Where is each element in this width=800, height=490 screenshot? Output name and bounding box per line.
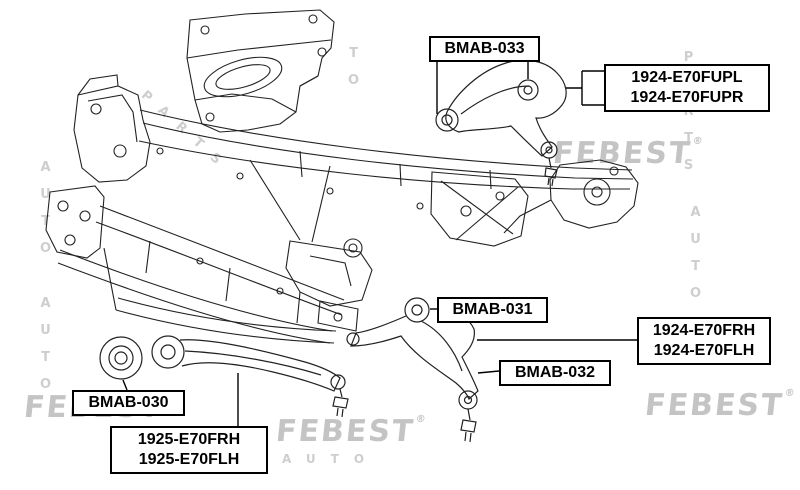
part-number-1924-e70fupr: 1924-E70FUPR [630, 89, 744, 106]
auto-watermark-letters: AUTO [282, 452, 380, 466]
lower-control-arm-drawing [346, 297, 479, 443]
part-number-1924-e70flh: 1924-E70FLH [653, 342, 755, 359]
callout-bmab-033: BMAB-033 [429, 36, 540, 62]
upper-control-arm-drawing [435, 59, 567, 187]
auto-watermark-letters: AUTO [38, 160, 53, 268]
callout-1924-e70f: 1924-E70FRH 1924-E70FLH [637, 317, 771, 365]
top-bracket-drawing [186, 9, 335, 133]
callout-bmab-032: BMAB-032 [499, 360, 611, 386]
callout-bmab-031: BMAB-031 [437, 297, 548, 323]
subframe-drawing [45, 74, 639, 344]
part-number-1925-e70frh: 1925-E70FRH [137, 431, 241, 448]
front-lower-arm-drawing [99, 335, 349, 418]
part-number-1924-e70frh: 1924-E70FRH [652, 322, 756, 339]
auto-watermark-letters: AUTO [38, 296, 53, 404]
part-number-1925-e70flh: 1925-E70FLH [138, 451, 240, 468]
callout-1924-e70fup: 1924-E70FUPL 1924-E70FUPR [604, 64, 770, 112]
auto-watermark-letters: AUTO [688, 205, 703, 313]
callout-bmab-030: BMAB-030 [72, 390, 185, 416]
to-watermark-letters: TO [346, 46, 361, 100]
callout-1925-e70f: 1925-E70FRH 1925-E70FLH [110, 426, 268, 474]
part-number-1924-e70fupl: 1924-E70FUPL [631, 69, 743, 86]
